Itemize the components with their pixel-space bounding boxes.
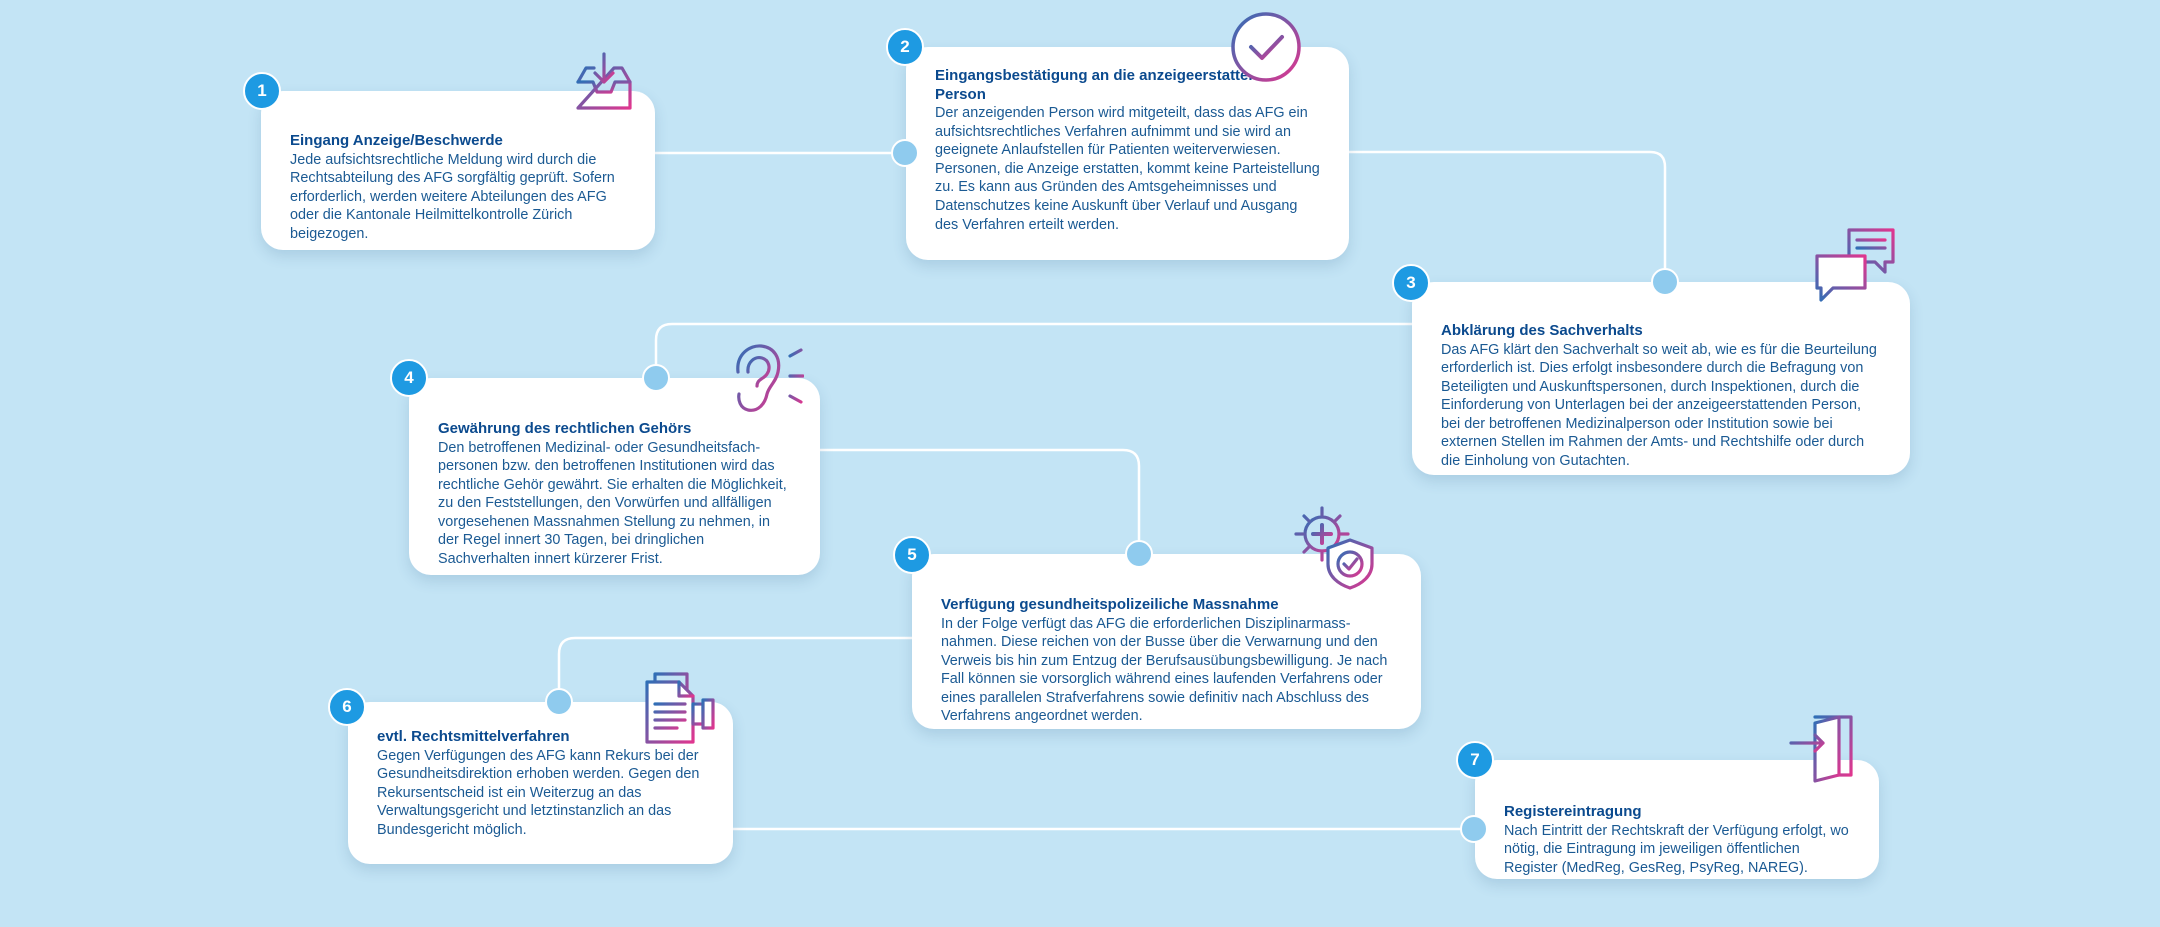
gear-shield-icon [1294,506,1374,590]
step-title: Abklärung des Sachverhalts [1441,322,1643,339]
step-number-badge-4: 4 [390,359,428,397]
step-title: Verfügung gesundheitspolizeiliche Massna… [941,596,1279,613]
ear-icon [736,344,804,412]
step-title: Eingang Anzeige/Beschwerde [290,132,503,149]
connector-4-5 [820,448,1141,554]
connector-dot-2 [891,139,919,167]
step-description: Den betroffenen Medizinal- oder Gesundhe… [438,439,787,568]
step-title: Eingangsbestätigung an die anzeigeerstat… [935,67,1276,103]
connector-5-6 [557,636,912,702]
step-description: In der Folge verfügt das AFG die erforde… [941,615,1388,725]
step-description: Nach Eintritt der Rechtskraft der Verfüg… [1504,822,1849,876]
enter-door-icon [1789,715,1853,783]
step-number-badge-7: 7 [1456,741,1494,779]
connector-dot-7 [1460,815,1488,843]
step-number-badge-5: 5 [893,536,931,574]
step-card-5: Verfügung gesundheitspolizeiliche Massna… [912,554,1421,729]
step-number-badge-3: 3 [1392,264,1430,302]
step-number-badge-6: 6 [328,688,366,726]
connector-2-3 [1349,150,1667,282]
step-title: Registereintragung [1504,803,1642,820]
step-number-badge-1: 1 [243,72,281,110]
step-number-badge-2: 2 [886,28,924,66]
document-stamp-icon [645,672,715,744]
chat-bubbles-icon [1815,228,1895,302]
step-card-2: Eingangsbestätigung an die anzeigeerstat… [906,47,1349,260]
inbox-tray-icon [576,52,632,110]
connector-dot-5 [1125,540,1153,568]
step-card-1: Eingang Anzeige/Beschwerde Jede aufsicht… [261,91,655,250]
checkmark-circle-icon [1231,12,1301,82]
step-card-7: Registereintragung Nach Eintritt der Rec… [1475,760,1879,879]
connector-dot-6 [545,688,573,716]
connector-dot-3 [1651,268,1679,296]
step-description: Der anzeigenden Person wird mitgeteilt, … [935,105,1320,233]
step-title: Gewährung des rechtlichen Gehörs [438,420,692,437]
step-card-3: Abklärung des Sachverhalts Das AFG klärt… [1412,282,1910,475]
connector-3-4 [654,322,1412,378]
connector-dot-4 [642,364,670,392]
step-description: Das AFG klärt den Sachverhalt so weit ab… [1441,341,1877,470]
step-title: evtl. Rechtsmittelverfahren [377,728,570,745]
step-description: Jede aufsichtsrechtliche Meldung wird du… [290,151,615,242]
step-description: Gegen Verfügungen des AFG kann Rekurs be… [377,747,700,838]
